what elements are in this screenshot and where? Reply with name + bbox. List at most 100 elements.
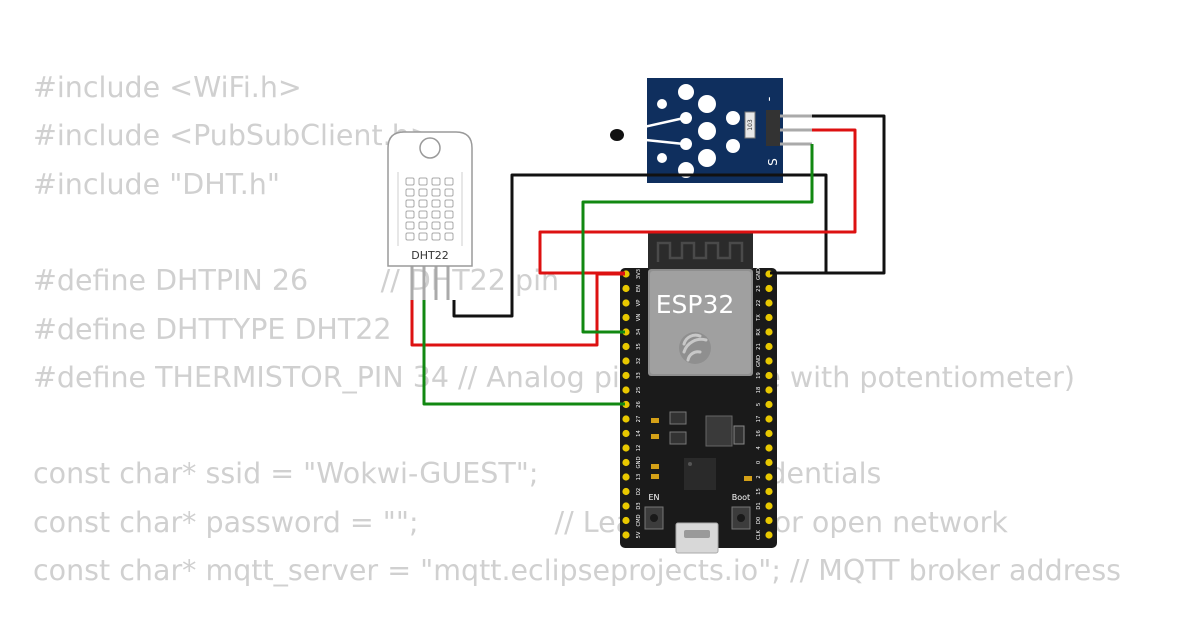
wires <box>410 114 886 406</box>
vent-slot <box>444 199 454 208</box>
transistor <box>669 411 687 425</box>
esp32-pin[interactable] <box>622 357 630 365</box>
esp32-pin[interactable] <box>765 342 773 351</box>
dht22-vent-grid <box>397 172 463 246</box>
vent-slot <box>431 188 441 197</box>
vent-slot <box>418 232 428 241</box>
esp32-pin[interactable] <box>765 458 773 467</box>
esp32-pin-label: 32 <box>636 358 642 365</box>
vent-slot <box>444 232 454 241</box>
thermistor-lead <box>616 116 685 135</box>
mount-hole <box>678 84 694 100</box>
esp32-pin[interactable] <box>622 531 630 539</box>
esp32-pin-label: 23 <box>756 285 762 292</box>
esp32-pin[interactable] <box>765 328 773 336</box>
esp32-pin[interactable] <box>765 400 773 409</box>
dht22-sensor[interactable]: DHT22 <box>387 131 473 300</box>
esp32-pin[interactable] <box>765 415 773 423</box>
esp32-pin[interactable] <box>622 313 630 322</box>
esp32-pin-label: 27 <box>636 416 642 423</box>
esp32-pin[interactable] <box>622 458 630 467</box>
boot-button-cap <box>737 514 745 522</box>
pin-minus-label: - <box>762 96 777 101</box>
vent-slot <box>405 210 415 219</box>
esp32-board[interactable]: ESP32 EN Boot 3V3ENVPVN34353233252627141… <box>620 233 777 554</box>
vent-slot <box>405 221 415 230</box>
header-block <box>766 110 780 146</box>
vent-slot <box>405 199 415 208</box>
vent-frame <box>397 172 463 246</box>
esp32-pin[interactable] <box>765 531 773 539</box>
esp32-pin[interactable] <box>765 299 773 307</box>
esp32-pin-label: RX <box>756 328 762 336</box>
esp32-pin[interactable] <box>765 386 773 394</box>
module-shield-inner <box>650 271 751 374</box>
pad <box>698 122 716 140</box>
esp32-pin-label: CMD <box>636 514 642 526</box>
pad <box>680 112 692 124</box>
esp32-pin[interactable] <box>765 473 773 481</box>
vent-slot <box>431 199 441 208</box>
wire-dht-vcc-red[interactable] <box>410 272 625 347</box>
esp32-pin-label: 17 <box>756 416 762 423</box>
esp32-pin[interactable] <box>622 473 630 481</box>
esp32-pin[interactable] <box>622 502 630 510</box>
esp32-pin[interactable] <box>622 342 630 351</box>
vent-slot <box>418 188 428 197</box>
esp32-pin-label: 19 <box>756 372 762 379</box>
esp32-pin[interactable] <box>765 313 773 322</box>
wire-dht-data-green[interactable] <box>422 300 625 406</box>
esp32-pin-label: 5 <box>756 403 762 406</box>
thermistor-lead <box>616 135 685 146</box>
thermistor-module[interactable]: 103 - S <box>610 78 812 183</box>
esp32-pin-label: 21 <box>756 343 762 350</box>
esp32-pin-label: TX <box>756 314 762 322</box>
esp32-pin[interactable] <box>765 429 773 438</box>
vent-slot <box>444 188 454 197</box>
code-line: #define DHTTYPE DHT22 <box>33 312 392 346</box>
resistor-code: 103 <box>747 119 754 131</box>
esp32-pin[interactable] <box>622 516 630 525</box>
esp32-pin[interactable] <box>622 371 630 380</box>
esp32-pin-label: 26 <box>636 401 642 408</box>
vent-slot <box>444 210 454 219</box>
esp32-pin-label: EN <box>636 285 642 292</box>
resistor <box>744 111 756 139</box>
vent-slot <box>405 177 415 186</box>
vent-slot <box>431 221 441 230</box>
esp32-pin-label: 3V3 <box>636 269 642 279</box>
esp32-pin[interactable] <box>765 371 773 380</box>
wire-therm-signal-green[interactable] <box>581 144 814 334</box>
esp32-pin[interactable] <box>622 429 630 438</box>
esp32-pin[interactable] <box>765 502 773 510</box>
esp32-pin-label: GND <box>636 457 642 469</box>
esp32-pin[interactable] <box>765 487 773 496</box>
chip-dot <box>688 462 692 466</box>
esp32-pin[interactable] <box>622 328 630 336</box>
code-line: const char* mqtt_server = "mqtt.eclipsep… <box>33 554 1122 587</box>
esp32-pin[interactable] <box>765 444 773 452</box>
wire-therm-gnd-black[interactable] <box>770 114 886 275</box>
esp32-pin[interactable] <box>622 284 630 293</box>
vent-slot <box>431 210 441 219</box>
esp32-pin[interactable] <box>622 415 630 423</box>
esp32-pin-label: 13 <box>636 474 642 481</box>
dht22-label: DHT22 <box>411 249 448 262</box>
wire-therm-vcc-red[interactable] <box>538 128 857 275</box>
esp32-pin[interactable] <box>765 284 773 293</box>
pin-signal-label: S <box>766 158 780 166</box>
capacitor <box>733 425 745 445</box>
esp32-pin-label: D0 <box>756 517 762 524</box>
esp32-pin[interactable] <box>765 357 773 365</box>
esp32-pin[interactable] <box>622 444 630 452</box>
esp32-pin-label: 16 <box>756 430 762 437</box>
esp32-pin[interactable] <box>765 516 773 525</box>
vent-slot <box>405 232 415 241</box>
esp32-pin[interactable] <box>622 299 630 307</box>
smd <box>651 434 659 439</box>
esp32-pin[interactable] <box>622 386 630 394</box>
pad <box>657 153 667 163</box>
smd <box>651 418 659 423</box>
esp32-pin[interactable] <box>622 487 630 496</box>
